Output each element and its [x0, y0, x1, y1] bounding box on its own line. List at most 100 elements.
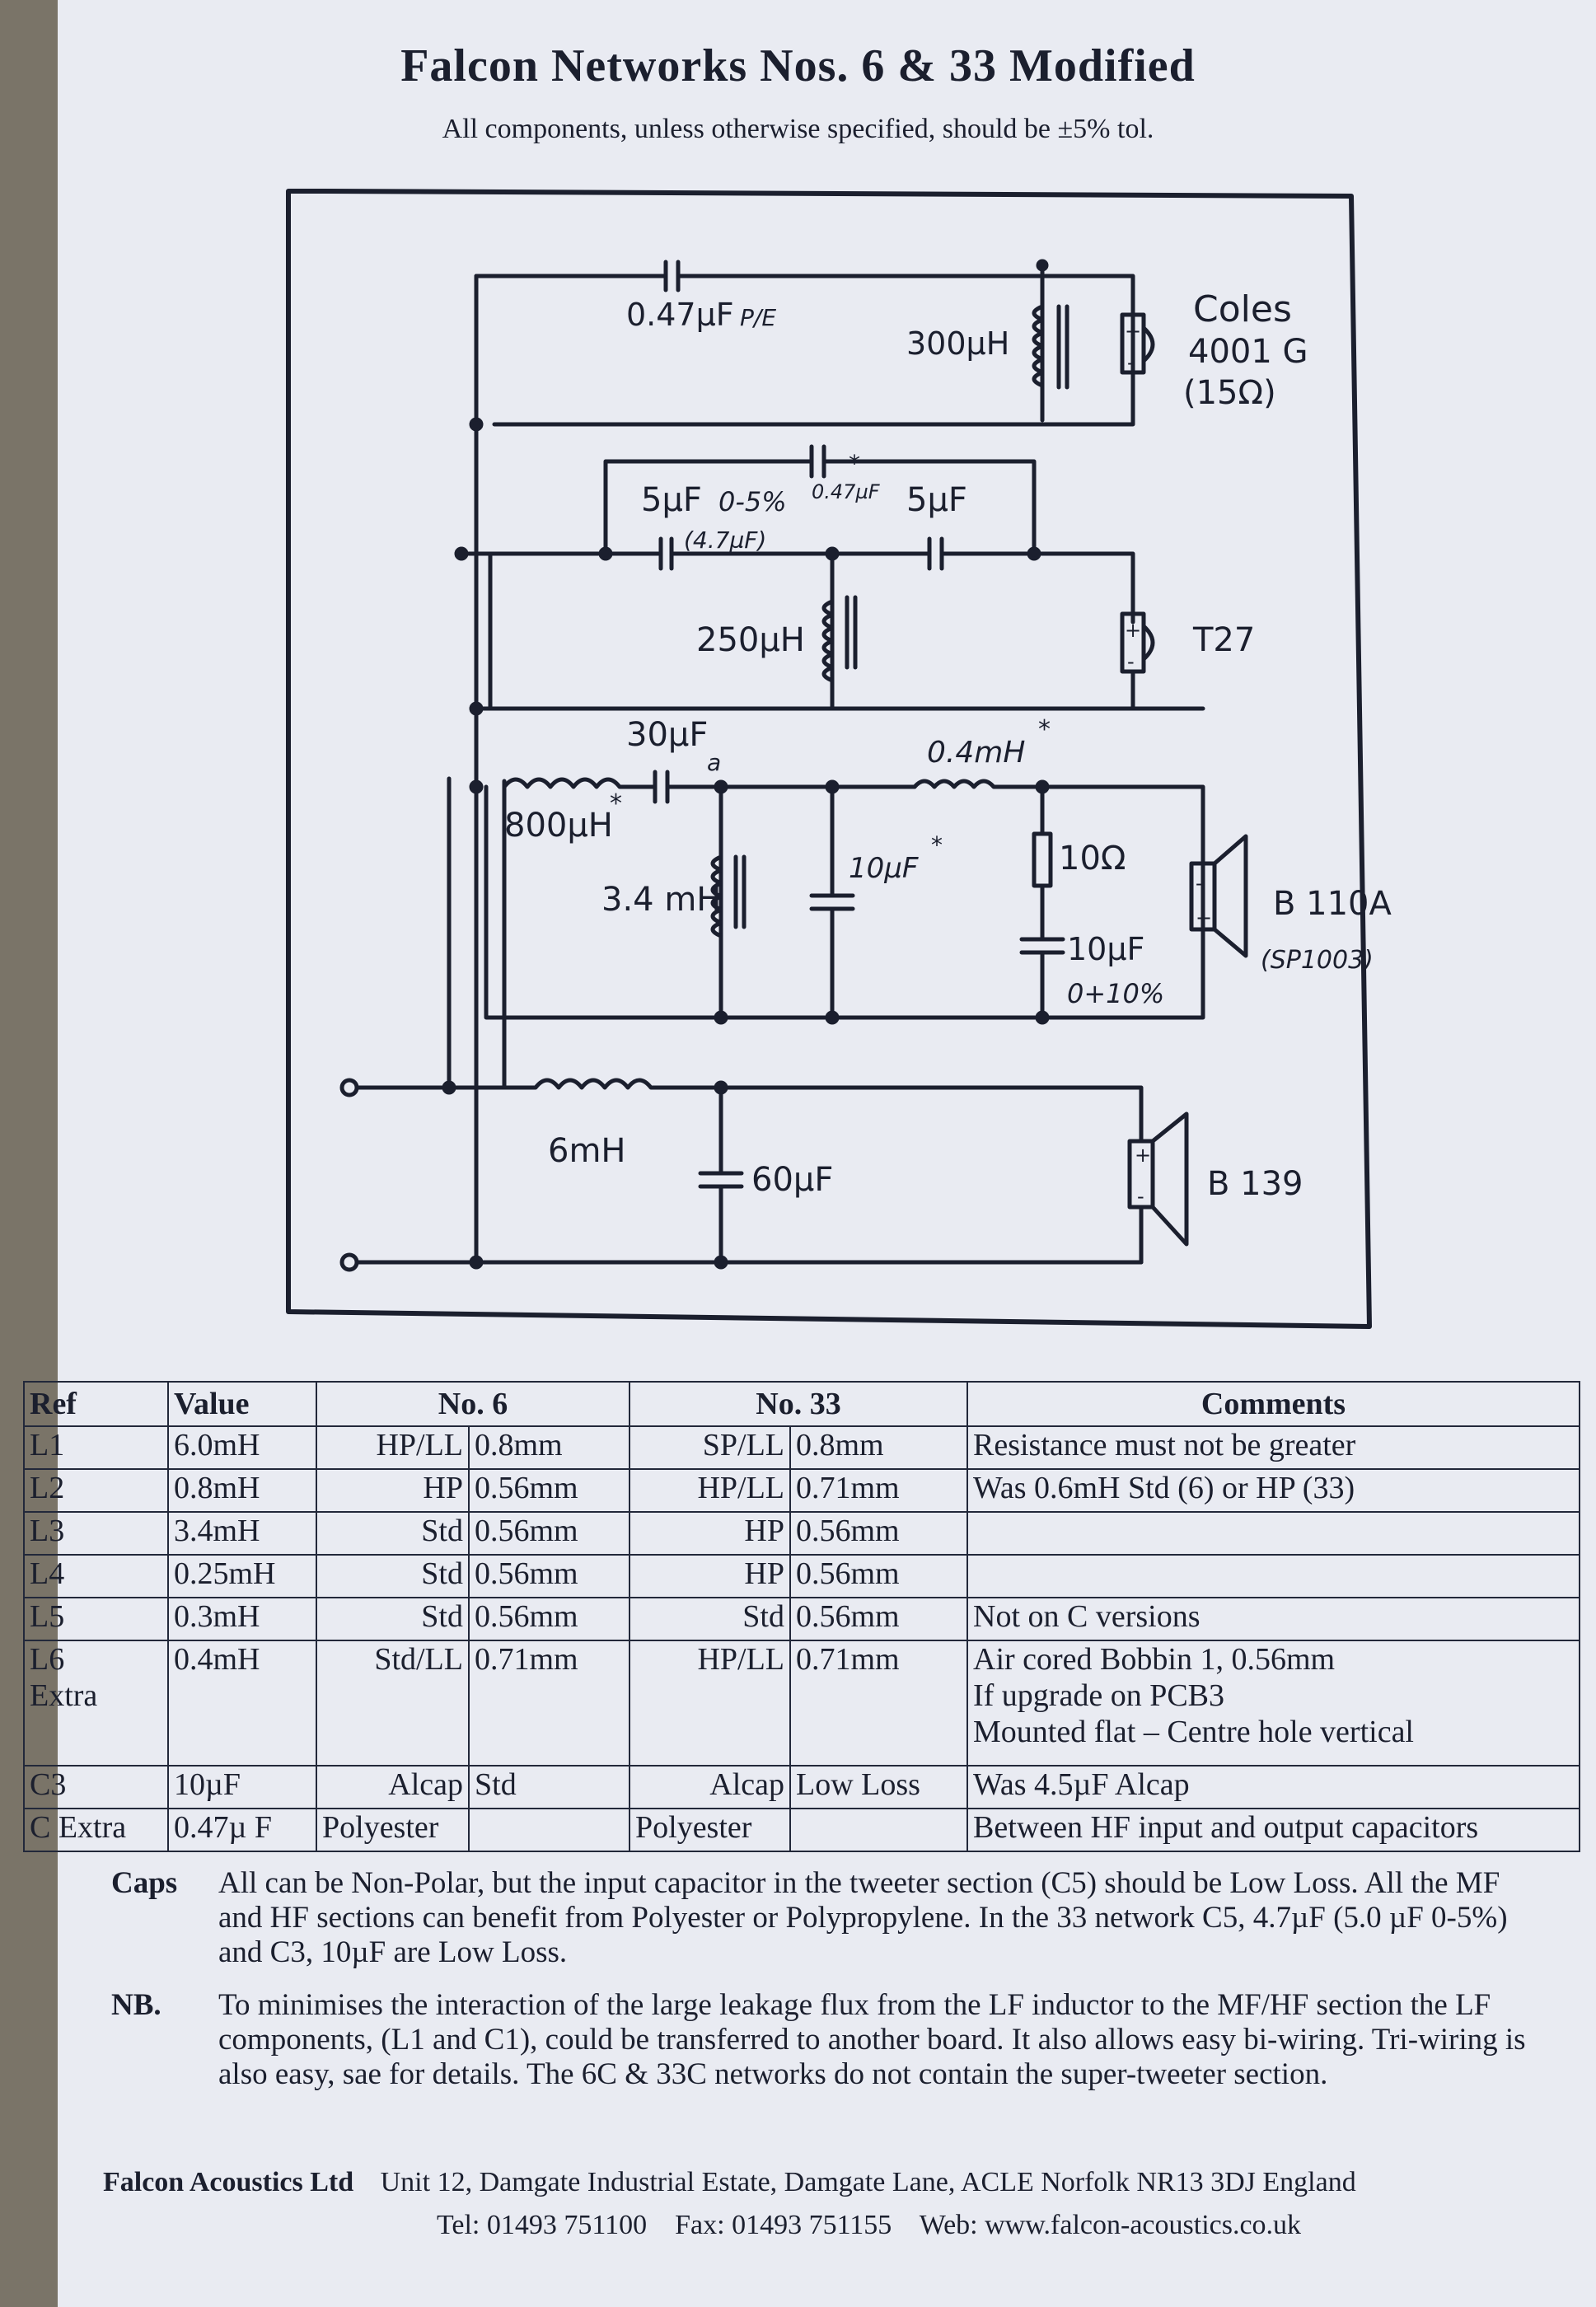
- cell-no33-wire: 0.56mm: [789, 1511, 968, 1556]
- cell-no33-wire: 0.8mm: [789, 1425, 968, 1470]
- label-super-tweeter-3: (15Ω): [1183, 374, 1276, 412]
- midrange-minus: -: [1196, 872, 1203, 895]
- label-l2: 800µH: [504, 807, 613, 845]
- cell-comment: Was 0.6mH Std (6) or HP (33): [966, 1468, 1580, 1513]
- midrange-plus: +: [1196, 906, 1212, 929]
- label-c1: 60µF: [751, 1161, 833, 1199]
- col-header-value: Value: [167, 1381, 317, 1427]
- cell-no33-wire: 0.56mm: [789, 1597, 968, 1641]
- caps-note: Caps All can be Non-Polar, but the input…: [111, 1866, 1528, 1970]
- label-c3: 30µF: [626, 716, 708, 754]
- footer-line-2: Tel: 01493 751100 Fax: 01493 751155 Web:…: [437, 2210, 1301, 2241]
- nb-note-text: To minimises the interaction of the larg…: [218, 1988, 1526, 2091]
- company-name: Falcon Acoustics Ltd: [103, 2167, 354, 2197]
- cell-ref: L6 Extra: [23, 1640, 169, 1767]
- cell-value: 0.8mH: [167, 1468, 317, 1513]
- cell-comment: Resistance must not be greater: [966, 1425, 1580, 1470]
- company-address: Unit 12, Damgate Industrial Estate, Damg…: [380, 2167, 1256, 2197]
- cell-no33-type: HP: [629, 1554, 791, 1598]
- comment-line: If upgrade on PCB3: [973, 1678, 1225, 1713]
- label-l6-star: *: [1038, 715, 1051, 744]
- cell-no33-wire: 0.71mm: [789, 1640, 968, 1767]
- col-header-no33: No. 33: [629, 1381, 968, 1427]
- company-web[interactable]: Web: www.falcon-acoustics.co.uk: [919, 2210, 1302, 2240]
- input-terminals: [339, 1078, 1144, 1272]
- table-row: L5 0.3mH Std 0.56mm Std 0.56mm Not on C …: [23, 1597, 1580, 1641]
- cell-comment: [966, 1554, 1580, 1598]
- col-header-no6: No. 6: [316, 1381, 630, 1427]
- midrange-driver-symbol: [1189, 861, 1217, 932]
- cell-value: 0.47µ F: [167, 1808, 317, 1852]
- label-midrange-alt: (SP1003): [1261, 946, 1374, 975]
- comment-line: Mounted flat – Centre hole vertical: [973, 1715, 1414, 1749]
- nb-note: NB. To minimises the interaction of the …: [111, 1988, 1528, 2092]
- schematic-frame: [286, 189, 1372, 1329]
- cell-value: 3.4mH: [167, 1511, 317, 1556]
- cell-value: 10µF: [167, 1765, 317, 1809]
- cell-no33-type: Std: [629, 1597, 791, 1641]
- cell-ref: C3: [23, 1765, 169, 1809]
- cell-no6-type: HP: [316, 1468, 470, 1513]
- page-title: Falcon Networks Nos. 6 & 33 Modified: [400, 40, 1196, 91]
- midrange-section: [474, 706, 1248, 1025]
- label-c5: 5µF: [641, 481, 702, 519]
- cell-comment: Air cored Bobbin 1, 0.56mm If upgrade on…: [966, 1640, 1580, 1767]
- cell-no6-wire: 0.56mm: [468, 1554, 630, 1598]
- cell-ref: L4: [23, 1554, 169, 1598]
- table-row-l6: L6 Extra 0.4mH Std/LL 0.71mm HP/LL 0.71m…: [23, 1640, 1580, 1767]
- company-tel: Tel: 01493 751100: [437, 2210, 648, 2240]
- cell-value: 0.25mH: [167, 1554, 317, 1598]
- cell-no6-wire: 0.8mm: [468, 1425, 630, 1470]
- cell-ref: L2: [23, 1468, 169, 1513]
- label-c2-star: *: [931, 831, 943, 859]
- table-row: L4 0.25mH Std 0.56mm HP 0.56mm: [23, 1554, 1580, 1598]
- cell-no6-type: Alcap: [316, 1765, 470, 1809]
- label-midrange: B 110A: [1273, 885, 1392, 923]
- resistor-symbol: [1032, 831, 1053, 888]
- input-terminal-negative: [339, 1252, 359, 1272]
- cell-no6-wire: Std: [468, 1765, 630, 1809]
- cell-ref: C Extra: [23, 1808, 169, 1852]
- cell-no33-type: Alcap: [629, 1765, 791, 1809]
- cell-no6-wire: [468, 1808, 630, 1852]
- cell-no33-type: HP/LL: [629, 1640, 791, 1767]
- tweeter-symbol: [1120, 611, 1146, 674]
- caps-note-label: Caps: [111, 1866, 178, 1900]
- cell-value: 0.4mH: [167, 1640, 317, 1767]
- table-row: C Extra 0.47µ F Polyester Polyester Betw…: [23, 1808, 1580, 1852]
- nb-note-label: NB.: [111, 1988, 161, 2022]
- label-c-top: 0.47µF: [626, 297, 734, 333]
- cell-value: 0.3mH: [167, 1597, 317, 1641]
- footer-line-1: Falcon Acoustics Ltd Unit 12, Damgate In…: [103, 2167, 1553, 2198]
- label-l3: 3.4 mH: [601, 881, 721, 919]
- woofer-symbol: [1127, 1139, 1155, 1210]
- label-c2: 10µF: [849, 852, 919, 885]
- cell-no33-wire: 0.71mm: [789, 1468, 968, 1513]
- label-c-zobel: 10µF: [1067, 931, 1144, 967]
- cell-no6-type: Std: [316, 1597, 470, 1641]
- label-c4: 5µF: [906, 481, 967, 519]
- table-row: L2 0.8mH HP 0.56mm HP/LL 0.71mm Was 0.6m…: [23, 1468, 1580, 1513]
- table-header-row: Ref Value No. 6 No. 33 Comments: [23, 1381, 1580, 1427]
- label-l6: 0.4mH: [927, 736, 1025, 770]
- cell-no33-type: HP/LL: [629, 1468, 791, 1513]
- label-super-tweeter-2: 4001 G: [1188, 333, 1308, 371]
- cell-no6-type: HP/LL: [316, 1425, 470, 1470]
- cell-ref: L1: [23, 1425, 169, 1470]
- cell-no6-wire: 0.56mm: [468, 1597, 630, 1641]
- label-l1: 6mH: [548, 1132, 626, 1170]
- label-l-top: 300µH: [906, 325, 1009, 362]
- label-c3-note: a: [707, 749, 721, 776]
- cell-no33-wire: [789, 1808, 968, 1852]
- label-c-extra-star: *: [849, 450, 860, 477]
- caps-note-text: All can be Non-Polar, but the input capa…: [218, 1866, 1508, 1969]
- label-woofer: B 139: [1207, 1165, 1303, 1203]
- cell-no6-wire: 0.71mm: [468, 1640, 630, 1767]
- component-table: Ref Value No. 6 No. 33 Comments L1 6.0mH…: [23, 1381, 1580, 1852]
- label-l4: 250µH: [696, 621, 805, 659]
- comment-line: Air cored Bobbin 1, 0.56mm: [973, 1642, 1336, 1677]
- super-tweeter-symbol: [1120, 312, 1146, 375]
- cell-no6-type: Polyester: [316, 1808, 470, 1852]
- label-c5-note2: (4.7µF): [684, 526, 766, 554]
- table-row: L1 6.0mH HP/LL 0.8mm SP/LL 0.8mm Resista…: [23, 1425, 1580, 1470]
